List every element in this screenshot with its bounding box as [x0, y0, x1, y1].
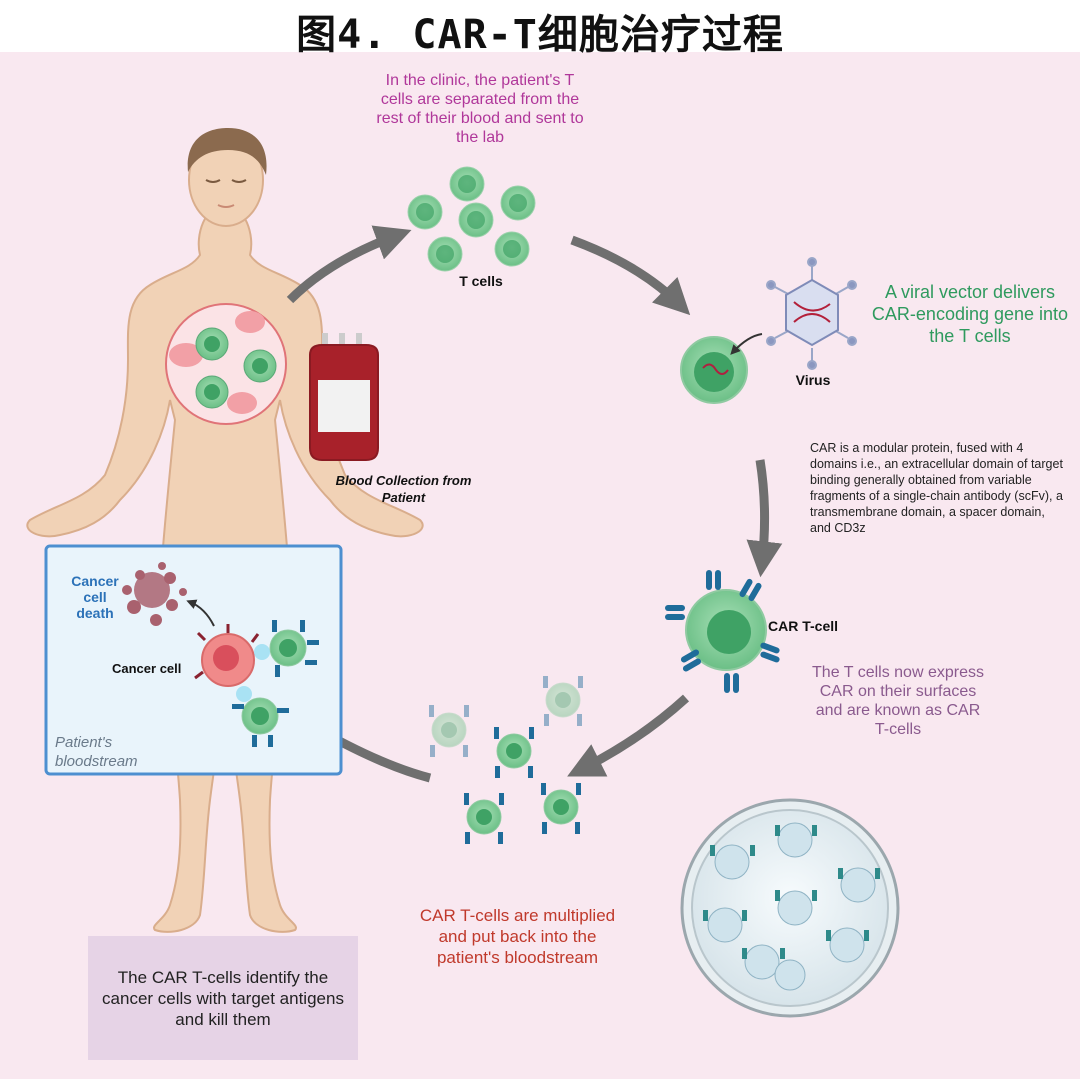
multiplied-text: CAR T-cells are multiplied and put back … [419, 906, 616, 967]
page-title: 图4. CAR-T细胞治疗过程 [296, 12, 784, 58]
express-car-text: The T cells now express CAR on their sur… [812, 664, 984, 738]
virus-label: Virus [795, 372, 831, 388]
blood-collection-label: Blood Collection from Patient [335, 473, 472, 505]
identify-kill-caption: The CAR T-cells identify the cancer cell… [88, 936, 358, 1060]
clinic-step-text: In the clinic, the patient's T cells are… [376, 72, 584, 146]
identify-kill-text: The CAR T-cells identify the cancer cell… [102, 967, 344, 1029]
transduced-t-cell [680, 333, 763, 404]
bloodstream-label: Patient's bloodstream [55, 734, 138, 770]
death-arrow [186, 599, 215, 627]
arrow-cart-to-expansion [567, 694, 690, 777]
car-description-text: CAR is a modular protein, fused with 4 d… [810, 441, 1063, 535]
cancer-cell-label: Cancer cell [112, 661, 182, 676]
car-t-cell-label: CAR T-cell [768, 618, 839, 634]
bloodstream-inset [44, 544, 343, 776]
blood-bag-icon [309, 333, 379, 461]
expanded-car-t-cells [429, 676, 583, 844]
virus-icon [766, 257, 857, 370]
viral-vector-text: A viral vector delivers CAR-encoding gen… [871, 282, 1069, 346]
attacking-car-t-cell-2 [232, 686, 289, 747]
cancer-death-label: Cancer cell death [71, 573, 119, 621]
car-t-cell-icon [665, 570, 780, 693]
blood-sample-circle [165, 303, 287, 425]
attacking-car-t-cell-1 [254, 620, 319, 677]
t-cells-label: T cells [459, 273, 503, 289]
mouth [217, 204, 235, 208]
cancer-debris-icon [122, 562, 187, 626]
cancer-cell-icon [194, 624, 260, 687]
injection-arrow [730, 333, 763, 355]
arrow-body-to-tcells [286, 225, 412, 304]
hair [187, 128, 267, 175]
closed-eyes [205, 179, 247, 183]
petri-dish-icon [680, 798, 900, 1018]
arrow-tcells-to-virus [570, 235, 691, 316]
t-cells-cluster [407, 166, 536, 272]
arrow-virus-to-cart [746, 459, 783, 578]
